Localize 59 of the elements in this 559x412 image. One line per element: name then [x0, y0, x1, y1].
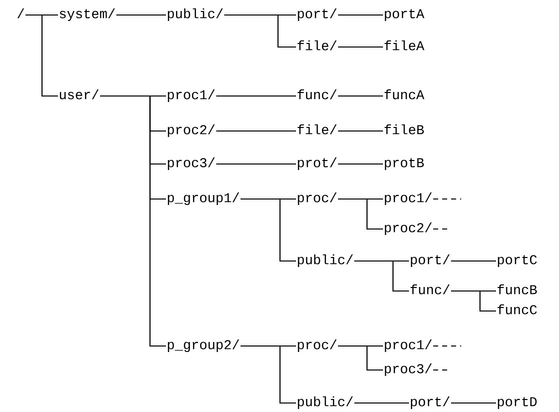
tree-line	[451, 260, 496, 262]
folder-label: public/	[298, 254, 353, 267]
folder-label: port/	[410, 396, 450, 409]
tree-line	[116, 14, 166, 16]
tree-line	[224, 14, 296, 48]
folder-label: /	[17, 8, 24, 18]
tree-line	[338, 14, 383, 16]
folder-label: file/	[298, 124, 337, 134]
folder-label: portC	[498, 255, 537, 267]
folder-label: public/	[168, 8, 223, 21]
folder-label: func/	[410, 284, 450, 294]
tree-line	[338, 46, 383, 48]
folder-label: func/	[298, 89, 337, 100]
tree-line	[338, 345, 383, 371]
folder-label: prot/	[298, 157, 337, 170]
folder-label: proc3/	[168, 157, 215, 170]
folder-label: proc/	[298, 339, 337, 352]
continuation-line	[433, 345, 462, 347]
tree-line	[338, 95, 383, 97]
tree-line	[240, 345, 296, 404]
folder-label: port/	[298, 8, 337, 21]
folder-label: file/	[298, 40, 337, 50]
folder-label: proc1/	[384, 192, 432, 205]
tree-line	[100, 95, 166, 347]
tree-line	[451, 402, 496, 404]
continuation-line	[433, 198, 462, 200]
folder-label: proc/	[298, 192, 337, 205]
tree-line	[354, 260, 409, 292]
folder-label: proc2/	[384, 222, 432, 235]
folder-label: public/	[298, 396, 353, 409]
folder-label: system/	[60, 8, 115, 21]
folder-label: funcB	[498, 284, 537, 294]
folder-label: fileB	[384, 124, 424, 134]
folder-label: funcC	[498, 304, 537, 314]
tree-line	[240, 198, 296, 262]
tree-line	[216, 95, 296, 97]
continuation-line	[433, 228, 450, 230]
tree-line	[451, 290, 496, 312]
folder-label: p_group2/	[168, 339, 240, 352]
folder-label: p_group1/	[168, 192, 240, 205]
tree-line	[338, 163, 383, 165]
tree-line	[338, 198, 383, 230]
tree-line	[26, 14, 58, 97]
folder-label: fileA	[384, 40, 424, 50]
tree-line	[216, 130, 296, 132]
folder-label: proc3/	[384, 363, 432, 376]
tree-line	[216, 163, 296, 165]
continuation-line	[433, 369, 450, 371]
folder-label: funcA	[384, 89, 424, 100]
folder-label: portD	[498, 397, 537, 409]
folder-label: proc1/	[168, 89, 215, 102]
folder-label: proc1/	[384, 339, 432, 352]
folder-label: portA	[384, 9, 424, 21]
tree-line	[338, 130, 383, 132]
folder-label: protB	[384, 158, 424, 170]
folder-label: port/	[410, 254, 450, 267]
folder-label: proc2/	[168, 124, 215, 137]
tree-line	[354, 402, 409, 404]
folder-label: user/	[60, 89, 99, 100]
